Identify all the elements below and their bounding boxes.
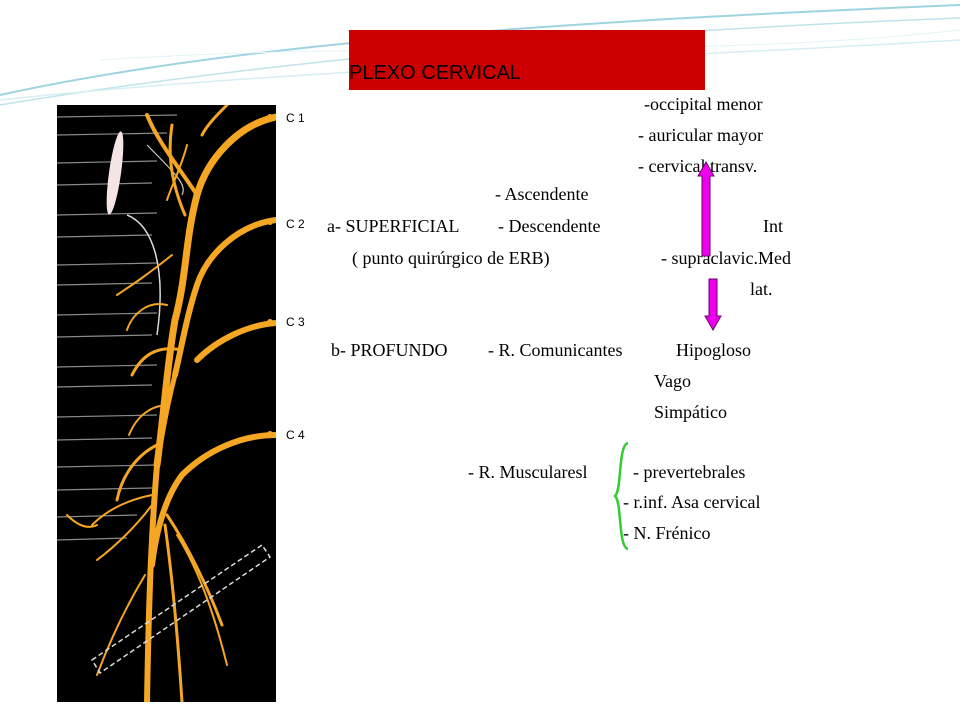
text-int: Int bbox=[763, 216, 783, 236]
text-frenico: - N. Frénico bbox=[623, 523, 711, 543]
text-vago: Vago bbox=[654, 371, 691, 391]
text-auricular: - auricular mayor bbox=[638, 125, 763, 145]
text-supraclavic: - supraclavic.Med bbox=[661, 248, 791, 268]
up-arrow-icon bbox=[697, 160, 715, 257]
connector-dots bbox=[267, 114, 273, 437]
cervical-plexus-illustration bbox=[57, 105, 276, 702]
text-erb: ( punto quirúrgico de ERB) bbox=[352, 248, 550, 268]
text-lat: lat. bbox=[750, 279, 773, 299]
label-c1: C 1 bbox=[286, 111, 305, 125]
title-banner bbox=[349, 30, 705, 90]
text-ascendente: - Ascendente bbox=[495, 184, 589, 204]
text-simpatico: Simpático bbox=[654, 402, 727, 422]
text-asa: - r.inf. Asa cervical bbox=[623, 492, 761, 512]
text-descendente: - Descendente bbox=[498, 216, 601, 236]
slide-title: PLEXO CERVICAL bbox=[349, 62, 521, 84]
text-musculares: - R. Muscularesl bbox=[468, 462, 588, 482]
text-superficial: a- SUPERFICIAL bbox=[327, 216, 460, 236]
text-occipital: -occipital menor bbox=[644, 94, 763, 114]
text-cervical: - cervical transv. bbox=[638, 156, 758, 176]
label-c4: C 4 bbox=[286, 428, 305, 442]
label-c2: C 2 bbox=[286, 217, 305, 231]
text-comunicantes: - R. Comunicantes bbox=[488, 340, 623, 360]
label-c3: C 3 bbox=[286, 315, 305, 329]
down-arrow-icon bbox=[704, 278, 722, 332]
text-profundo: b- PROFUNDO bbox=[331, 340, 448, 360]
brace-icon bbox=[613, 441, 629, 551]
text-prevertebrales: - prevertebrales bbox=[633, 462, 746, 482]
text-hipogloso: Hipogloso bbox=[676, 340, 752, 360]
